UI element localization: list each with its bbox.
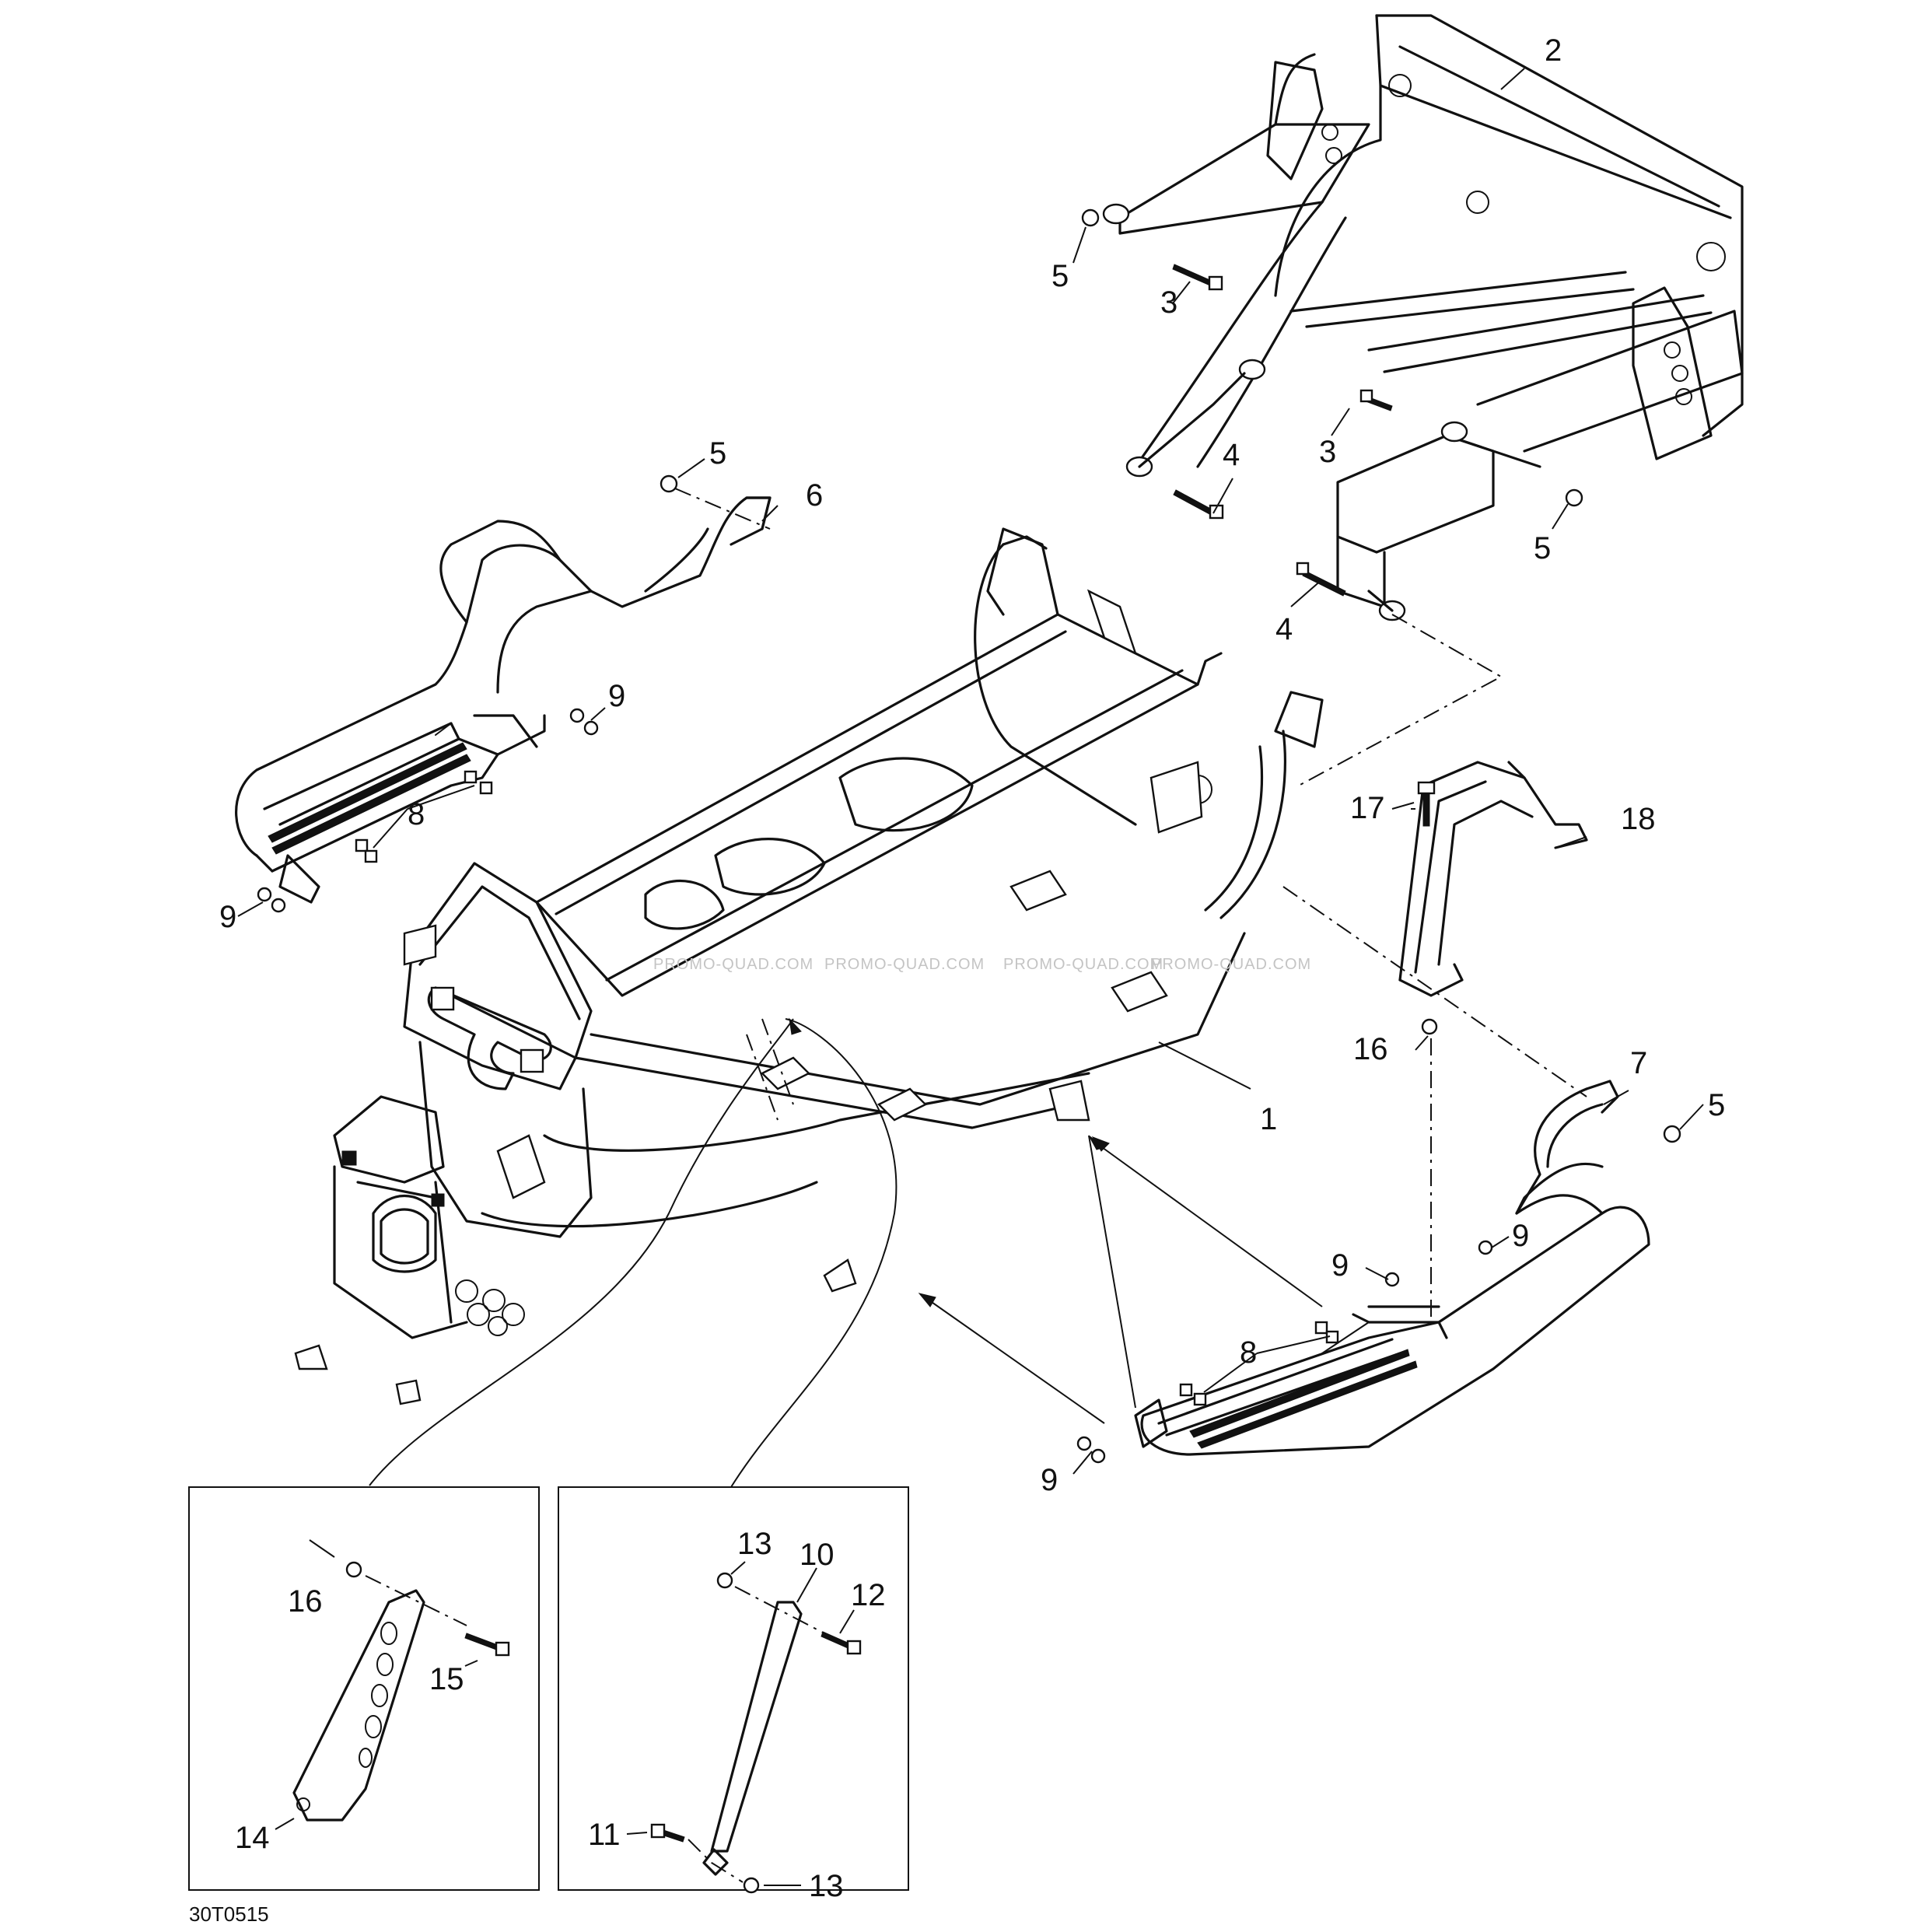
callout-9: 9 [1512,1219,1529,1253]
bolt-icon [479,781,493,795]
bolt-icon [464,1633,499,1650]
callout-leaders [237,68,1704,1475]
bolt-icon [364,849,378,863]
callout-8: 8 [408,797,425,831]
callout-1: 1 [1260,1102,1277,1136]
callout-8: 8 [1240,1335,1257,1370]
bolt-icon [1422,793,1430,827]
nut-icon [1663,1125,1681,1143]
callout-10: 10 [800,1538,835,1572]
fasteners [257,208,1681,1464]
nut-icon [257,887,272,902]
bolt-icon [1172,264,1214,287]
callout-5: 5 [1051,259,1069,293]
callout-2: 2 [1545,33,1562,68]
strut-10 [710,1601,803,1853]
bolt-icon [495,1641,510,1657]
callout-16: 16 [1353,1032,1388,1066]
nut-icon [1421,1018,1438,1035]
bolt-icon [650,1823,666,1839]
nut-icon [743,1877,760,1894]
callout-17: 17 [1350,791,1385,825]
callout-6: 6 [806,478,823,513]
callout-9: 9 [608,679,625,713]
callout-labels: 1 2 3 3 4 4 5 5 5 5 6 7 8 8 9 9 9 9 9 10… [219,33,1725,1903]
callout-11: 11 [588,1818,621,1852]
nut-icon [1565,488,1583,507]
bolt-icon [1417,781,1436,795]
bolt-icon [1209,504,1224,520]
watermark: PROMO-QUAD.COM [824,956,985,973]
callout-13: 13 [737,1527,772,1561]
callout-13: 13 [809,1869,844,1903]
bolt-icon [846,1640,862,1655]
nut-icon [1081,208,1100,227]
watermark: PROMO-QUAD.COM [1151,956,1311,973]
bolt-icon [821,1631,850,1649]
detail-leader-curve [369,1018,794,1486]
callout-14: 14 [235,1821,270,1855]
nut-icon [1076,1436,1092,1451]
bolt-icon [1179,1383,1193,1397]
main-frame [294,527,1324,1405]
front-mount-block [520,1048,544,1073]
callout-9: 9 [1331,1248,1349,1283]
callout-4: 4 [1275,612,1293,646]
assembly-arrows [789,1017,1323,1424]
nut-icon [345,1561,362,1578]
detail-box-strut [558,1486,909,1894]
watermark: PROMO-QUAD.COM [1003,956,1163,973]
bolt-icon [1359,389,1373,403]
rear-subframe [1102,14,1744,621]
detail-leader-curve [730,1018,898,1488]
bolt-icon [1302,570,1346,597]
bracket-14 [292,1589,425,1822]
nut-icon [660,474,678,493]
nut-icon [271,898,286,913]
watermark: PROMO-QUAD.COM [653,956,814,973]
callout-16: 16 [288,1584,323,1619]
callout-3: 3 [1160,285,1177,320]
callout-5: 5 [709,436,726,471]
callout-5: 5 [1534,531,1551,565]
nut-icon [583,720,599,736]
callout-9: 9 [1041,1463,1058,1497]
drawing-code: 30T0515 [189,1902,269,1926]
callout-4: 4 [1223,438,1240,472]
callout-3: 3 [1319,435,1336,469]
assembly-centerlines [674,488,1587,1322]
bolt-icon [464,770,478,784]
nut-icon [1090,1448,1106,1464]
callout-15: 15 [429,1662,464,1696]
bolt-icon [1314,1321,1328,1335]
detail-box-bracket [188,1486,540,1891]
bolt-icon [1173,489,1214,516]
callout-18: 18 [1621,802,1656,836]
nut-icon [569,708,585,723]
bolt-icon [1193,1392,1207,1406]
nut-icon [1384,1272,1400,1287]
left-footrest [235,496,772,904]
nut-icon [716,1572,733,1589]
callout-5: 5 [1708,1088,1725,1122]
bolt-icon [1208,275,1223,291]
callout-9: 9 [219,900,236,934]
bolt-icon [355,838,369,852]
bolt-icon [1296,562,1310,576]
callout-12: 12 [851,1578,886,1612]
front-mount-block [430,986,455,1011]
callout-7: 7 [1630,1046,1647,1080]
nut-icon [1478,1240,1493,1255]
right-footrest [1134,1080,1650,1456]
